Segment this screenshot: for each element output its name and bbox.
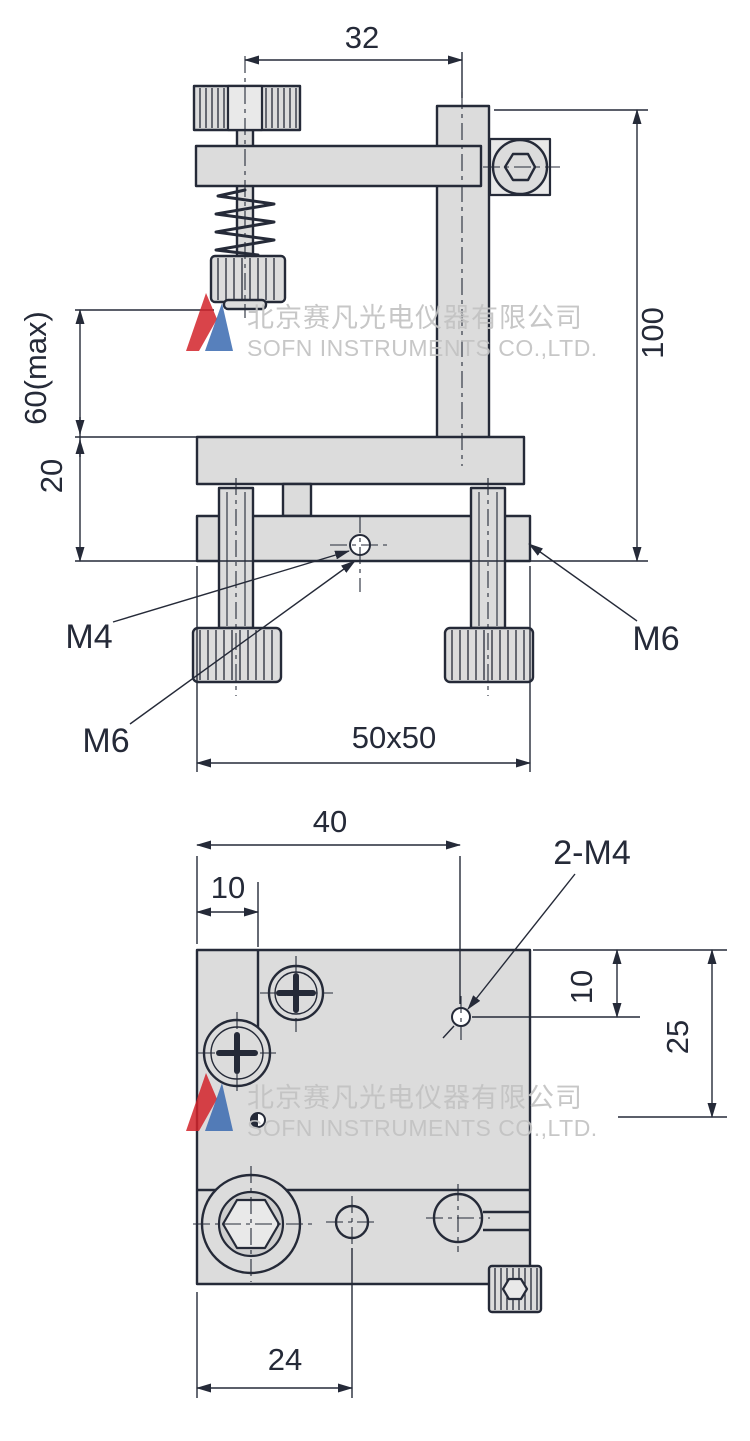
logo-icon [186, 293, 217, 351]
hex-socket-icon [221, 1198, 281, 1250]
spring-screw-head [209, 254, 287, 311]
leader-m6-right [528, 543, 638, 622]
watermark-company-en: SOFN INSTRUMENTS CO.,LTD. [247, 1115, 598, 1141]
leader-2m4 [467, 873, 576, 1010]
right-screw-knurl [451, 630, 525, 680]
bottom-centerlines [193, 956, 490, 1282]
dim-10-right-label: 10 [564, 970, 599, 1004]
front-centerlines [235, 56, 560, 696]
dim-100-label: 100 [635, 307, 670, 359]
dim-60max-label: 60(max) [18, 311, 53, 425]
logo-icon [186, 1073, 217, 1131]
watermark-upper: 北京赛凡光电仪器有限公司 SOFN INSTRUMENTS CO.,LTD. [186, 293, 598, 361]
thumbscrew-knurl [199, 88, 297, 128]
leader-m6-left [129, 560, 356, 725]
bottom-view: 40 10 2-M4 10 25 24 [193, 804, 727, 1398]
dim-40-label: 40 [313, 804, 347, 839]
watermark-company-en: SOFN INSTRUMENTS CO.,LTD. [247, 335, 598, 361]
left-screw-head [191, 626, 283, 684]
dim-24-label: 24 [268, 1342, 302, 1377]
edge-knurled-screw [487, 1264, 543, 1314]
watermark-lower: 北京赛凡光电仪器有限公司 SOFN INSTRUMENTS CO.,LTD. [186, 1073, 598, 1141]
spring [214, 188, 276, 257]
front-dimensions [75, 52, 648, 772]
label-m6-right: M6 [632, 620, 679, 658]
base-plate [195, 435, 526, 486]
hex-socket-icon [501, 1277, 529, 1301]
spring-screw-knurl [217, 258, 275, 300]
label-m4: M4 [65, 618, 112, 656]
dim-10-left-label: 10 [211, 870, 245, 905]
dim-20-label: 20 [34, 459, 69, 493]
horizontal-arm [194, 144, 483, 188]
label-m6-left: M6 [82, 722, 129, 760]
dim-50x50-label: 50x50 [352, 720, 436, 755]
dim-32-label: 32 [345, 20, 379, 55]
left-screw-knurl [199, 630, 273, 680]
right-screw-head [443, 626, 535, 684]
label-2m4: 2-M4 [553, 834, 630, 872]
thumbscrew-assembly [192, 84, 302, 260]
front-view: 32 100 60(max) 20 50x50 M4 M6 M6 [18, 20, 680, 772]
bottom-dimensions [196, 840, 727, 1398]
logo-icon [205, 303, 233, 351]
datum-dot [250, 1112, 266, 1128]
dim-25-label: 25 [660, 1020, 695, 1054]
logo-icon [205, 1083, 233, 1131]
connector-block [281, 482, 313, 518]
watermark-company-cn: 北京赛凡光电仪器有限公司 [247, 303, 583, 333]
leader-m4 [112, 550, 350, 623]
watermark-company-cn: 北京赛凡光电仪器有限公司 [247, 1083, 583, 1113]
